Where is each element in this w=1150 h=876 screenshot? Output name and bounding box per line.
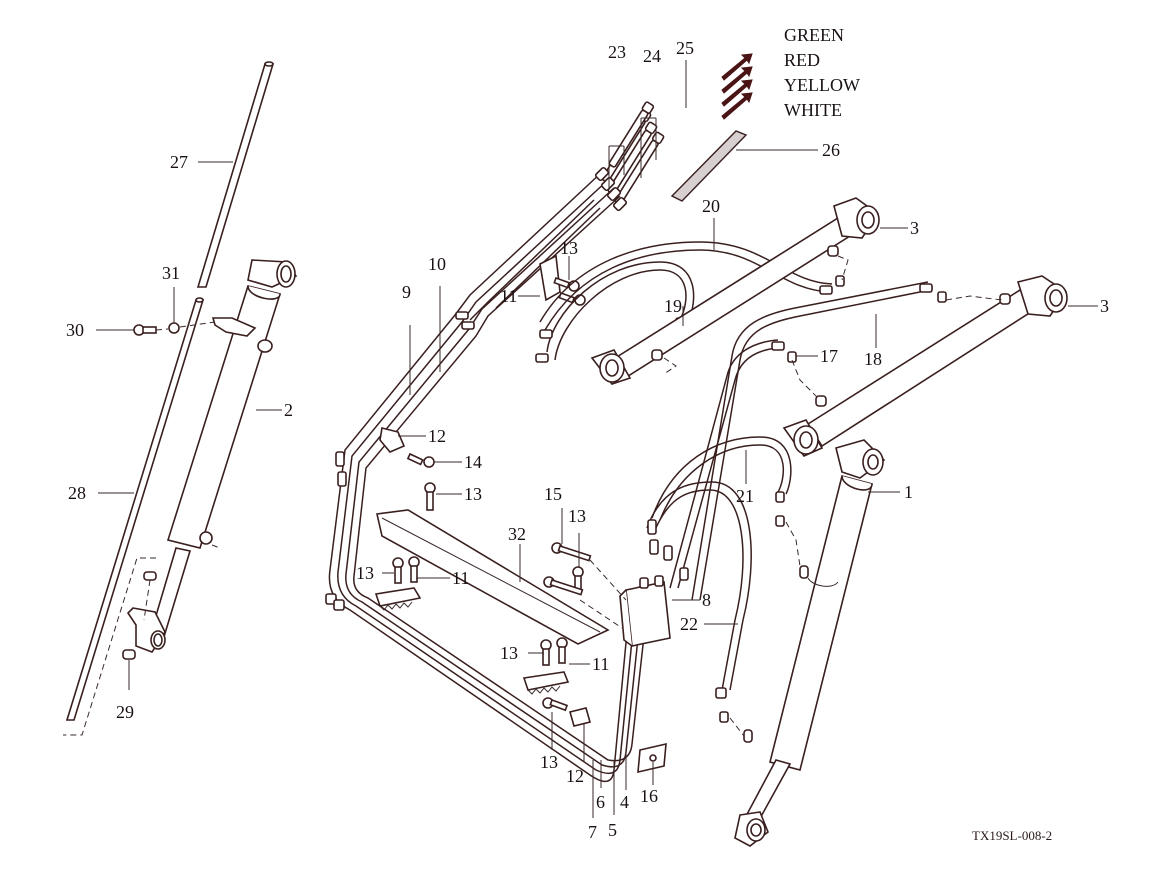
hose-18 <box>691 281 931 601</box>
callout-5: 5 <box>608 820 617 840</box>
guard-32 <box>376 509 610 645</box>
bolts-13-b <box>392 556 420 584</box>
callout-20: 20 <box>702 196 720 216</box>
callout-1: 1 <box>904 482 913 502</box>
callout-13-bottom: 13 <box>540 752 558 772</box>
callout-24: 24 <box>643 46 661 66</box>
callout-13-valve: 13 <box>568 506 586 526</box>
callout-12-lower: 12 <box>566 766 584 786</box>
bolt-13-e <box>572 566 584 593</box>
callout-30: 30 <box>66 320 84 340</box>
clamp-11-upper <box>539 254 561 302</box>
callout-6: 6 <box>596 792 605 812</box>
cylinder-3-lower-guide <box>791 295 1003 399</box>
rod-28 <box>65 297 205 721</box>
callout-11-lower: 11 <box>592 654 609 674</box>
clamp-12-lower <box>569 707 591 727</box>
line-fittings-left <box>325 451 347 611</box>
callout-labels: 1 2 3 3 4 5 6 7 8 9 10 11 11 11 12 12 13… <box>66 38 1109 842</box>
callout-13-guard: 13 <box>464 484 482 504</box>
callout-21: 21 <box>736 486 754 506</box>
cylinder-3-upper-guide <box>663 255 849 375</box>
callout-28: 28 <box>68 483 86 503</box>
callout-3-upper: 3 <box>910 218 919 238</box>
bolts-13-c <box>540 637 568 666</box>
callout-11-upper: 11 <box>500 286 517 306</box>
bushing-29 <box>122 649 136 660</box>
plate-16 <box>637 742 667 774</box>
cylinder-1-guides <box>729 521 801 737</box>
callout-13-clamp-lower: 13 <box>500 643 518 663</box>
guide-29-vertical <box>143 579 151 621</box>
callout-2: 2 <box>284 400 293 420</box>
bolt-13-f <box>543 576 584 596</box>
hose-21 <box>651 436 792 521</box>
bolt-30-guide <box>155 321 216 331</box>
leader-lines <box>96 60 1098 818</box>
callout-10: 10 <box>428 254 446 274</box>
steel-lines-4-7-9-10 <box>328 171 649 783</box>
callout-8: 8 <box>702 590 711 610</box>
cylinder-3-upper <box>590 197 880 385</box>
color-arrows <box>721 53 753 120</box>
color-legend-red: RED <box>784 50 820 70</box>
callout-31: 31 <box>162 263 180 283</box>
rod-27 <box>196 61 275 288</box>
valve-guide <box>579 559 627 629</box>
callout-3-lower: 3 <box>1100 296 1109 316</box>
cylinder-1 <box>734 439 886 847</box>
drawing-code: TX19SL-008-2 <box>972 828 1052 843</box>
bushing-29a <box>143 571 157 581</box>
color-legend-yellow: YELLOW <box>784 75 860 95</box>
callout-7: 7 <box>588 822 597 842</box>
hose-19 <box>546 261 695 361</box>
bolt-13-a <box>424 482 436 511</box>
cylinder-2 <box>126 259 298 653</box>
bolt-30 <box>133 324 157 336</box>
line-fittings-upper <box>455 166 628 330</box>
hose-17 <box>669 339 779 589</box>
callout-19: 19 <box>664 296 682 316</box>
callout-9: 9 <box>402 282 411 302</box>
callout-13-clamp-middle: 13 <box>356 563 374 583</box>
callout-12-upper: 12 <box>428 426 446 446</box>
protective-sleeve-26 <box>670 130 748 202</box>
callout-15: 15 <box>544 484 562 504</box>
clamp-11-middle <box>374 587 422 611</box>
callout-4: 4 <box>620 792 629 812</box>
callout-14: 14 <box>464 452 482 472</box>
callout-32: 32 <box>508 524 526 544</box>
callout-22: 22 <box>680 614 698 634</box>
callout-16: 16 <box>640 786 658 806</box>
callout-11-middle: 11 <box>452 568 469 588</box>
hose-22 <box>646 481 752 691</box>
clamp-11-lower <box>522 671 570 695</box>
valve-block-8 <box>619 575 671 647</box>
callout-13-upper: 13 <box>560 238 578 258</box>
callout-26: 26 <box>822 140 840 160</box>
callout-29: 29 <box>116 702 134 722</box>
callout-18: 18 <box>864 349 882 369</box>
bolt-15 <box>551 542 592 562</box>
color-legend-green: GREEN <box>784 25 844 45</box>
color-legend-white: WHITE <box>784 100 842 120</box>
callout-25: 25 <box>676 38 694 58</box>
clamp-12-upper <box>379 427 406 453</box>
callout-23: 23 <box>608 42 626 62</box>
callout-17: 17 <box>820 346 838 366</box>
cylinder-2-pin-guide <box>211 544 221 549</box>
fittings-23-25 <box>601 101 665 205</box>
callout-27: 27 <box>170 152 188 172</box>
bolt-14 <box>406 452 435 468</box>
cylinder-3-lower <box>782 275 1068 457</box>
bracket-guide-29 <box>63 557 156 736</box>
bolt-13-d <box>542 697 569 712</box>
nut-31 <box>168 322 180 334</box>
